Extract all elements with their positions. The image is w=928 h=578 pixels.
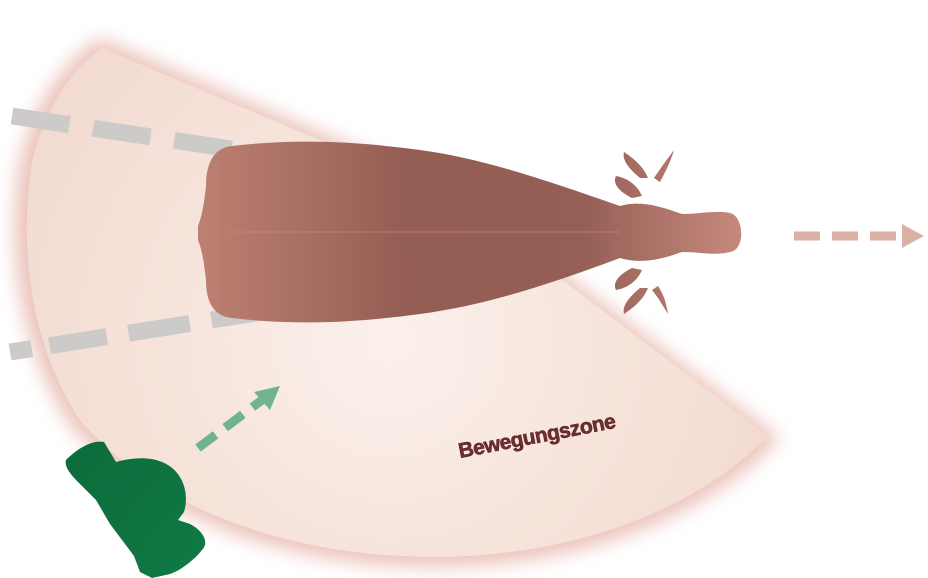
cow-top-view-icon xyxy=(198,142,741,323)
dashed-arrow-right-icon xyxy=(794,224,924,248)
